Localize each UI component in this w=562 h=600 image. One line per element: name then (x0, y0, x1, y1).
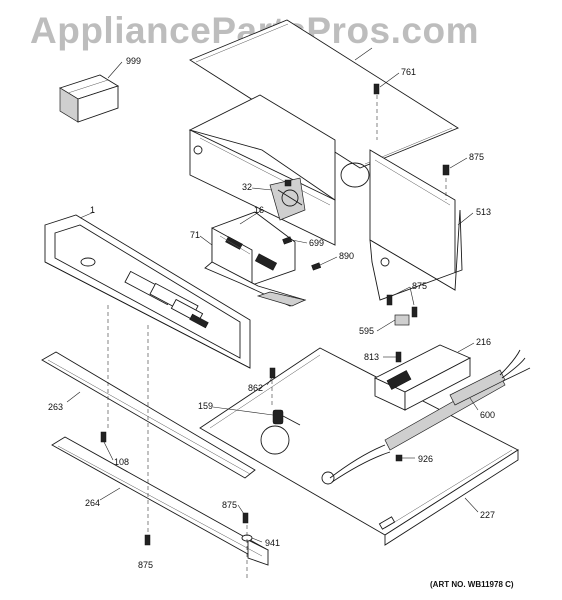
callout-216: 216 (476, 337, 492, 347)
part-1-control-panel (44, 214, 251, 369)
callout-761: 761 (401, 67, 417, 77)
callout-699: 699 (309, 238, 325, 248)
screw-813 (395, 351, 402, 363)
callout-941: 941 (265, 538, 281, 548)
screw-875-mid-a (386, 294, 393, 306)
screw-890 (311, 262, 322, 271)
bracket-595 (394, 314, 410, 326)
callout-16: 16 (254, 205, 265, 215)
alignment-lines (107, 95, 447, 580)
part-16-control-board (211, 211, 296, 286)
wire-harness (329, 444, 391, 483)
screw-108 (100, 431, 107, 443)
callout-1: 1 (90, 205, 96, 215)
callout-862: 862 (248, 383, 264, 393)
part-600-terminal-block (384, 349, 531, 451)
screws (100, 83, 450, 546)
part-513-housing (188, 94, 463, 301)
screw-875-top (442, 164, 450, 176)
callout-108: 108 (114, 457, 130, 467)
part-263-trim (41, 351, 256, 479)
screw-875-mid-b (411, 306, 418, 318)
part-264-lower-trim (51, 436, 269, 566)
callout-926: 926 (418, 454, 434, 464)
callout-999: 999 (126, 56, 142, 66)
art-number: (ART NO. WB11978 C) (430, 580, 514, 589)
screw-862 (269, 367, 276, 379)
callout-71: 71 (190, 230, 201, 240)
control-buttons (124, 270, 209, 329)
screw-699 (282, 236, 293, 245)
screw-875-low (242, 512, 249, 524)
leader-lines (66, 47, 479, 543)
callout-813: 813 (364, 352, 380, 362)
callout-600: 600 (480, 410, 496, 420)
part-159-sensor (272, 409, 301, 426)
screw-926 (395, 454, 403, 462)
part-216-box (373, 344, 472, 411)
callout-875-top: 875 (469, 152, 485, 162)
callout-513: 513 (476, 207, 492, 217)
callout-875-low: 875 (222, 500, 238, 510)
screw-875-bottom (144, 534, 151, 546)
callout-227: 227 (480, 510, 496, 520)
callout-875-mid: 875 (412, 281, 428, 291)
callout-263: 263 (48, 402, 64, 412)
callout-159: 159 (198, 401, 214, 411)
callout-875-bottom: 875 (138, 560, 154, 570)
part-227-bottom-plate (199, 347, 519, 546)
callout-32: 32 (242, 182, 253, 192)
part-999-box (58, 74, 120, 123)
callout-264: 264 (85, 498, 101, 508)
part-71-strip (204, 261, 307, 307)
callout-595: 595 (359, 326, 375, 336)
part-32-fan (269, 177, 306, 221)
callout-890: 890 (339, 251, 355, 261)
screw-761 (373, 83, 380, 95)
